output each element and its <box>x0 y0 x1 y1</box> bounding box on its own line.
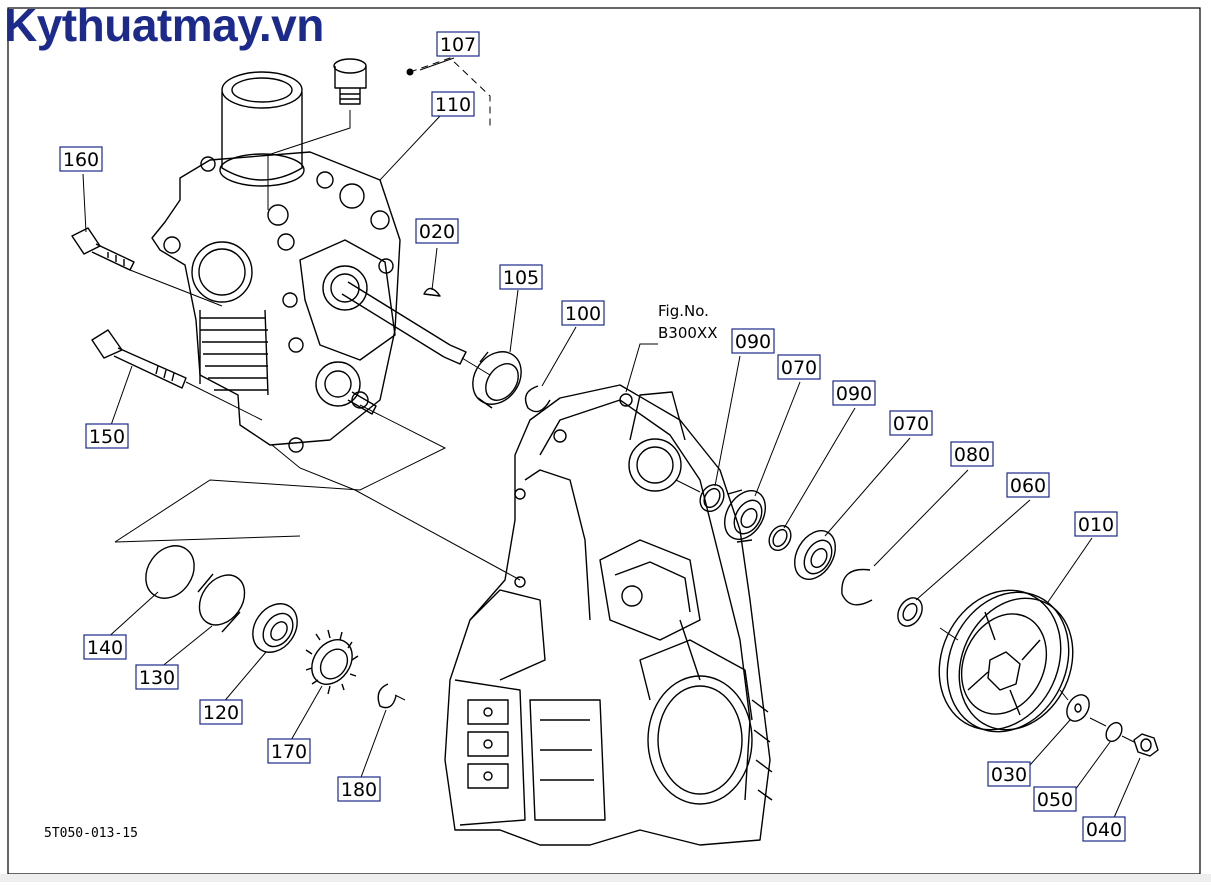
callout-160: 160 <box>59 146 103 172</box>
callout-box-100 <box>561 300 605 326</box>
callout-text-070b: 070 <box>893 413 929 435</box>
figure-reference-line2: B300XX <box>658 324 718 342</box>
callout-box-160 <box>59 146 103 172</box>
drawing-code: 5T050-013-15 <box>44 826 138 841</box>
bolt-160 <box>71 227 135 271</box>
callout-box-110 <box>431 91 475 117</box>
callout-150: 150 <box>85 423 129 449</box>
callout-text-140: 140 <box>87 637 123 659</box>
bearing-070b <box>794 530 836 580</box>
callout-text-180: 180 <box>341 779 377 801</box>
callout-020: 020 <box>415 218 459 244</box>
callout-140: 140 <box>83 634 127 660</box>
oring-090a <box>699 483 725 513</box>
callout-box-107 <box>436 31 480 57</box>
callout-box-090b <box>832 380 876 406</box>
callout-010: 010 <box>1074 511 1118 537</box>
oring-090b <box>768 524 792 552</box>
callout-text-130: 130 <box>139 667 175 689</box>
callout-100: 100 <box>561 300 605 326</box>
figure-reference-line1: Fig.No. <box>658 302 709 320</box>
callout-text-060: 060 <box>1010 475 1046 497</box>
page-border <box>7 7 1201 875</box>
callout-box-105 <box>499 264 543 290</box>
callout-030: 030 <box>987 761 1031 787</box>
collar-060 <box>897 597 923 627</box>
callout-070a: 070 <box>777 354 821 380</box>
callout-text-080: 080 <box>954 444 990 466</box>
watermark-brand: Kythuatmay.vn <box>4 0 324 51</box>
bolt-150 <box>91 329 187 389</box>
figure-reference: Fig.No. B300XX <box>658 300 717 344</box>
callout-text-090b: 090 <box>836 383 872 405</box>
callout-box-090a <box>731 328 775 354</box>
hydraulic-pump-assembly <box>151 58 467 453</box>
circlip-100 <box>524 385 551 413</box>
callout-box-010 <box>1074 511 1118 537</box>
callout-text-050: 050 <box>1037 789 1073 811</box>
spring-washer-050 <box>1105 721 1123 743</box>
bearing-120 <box>252 603 298 653</box>
callout-105: 105 <box>499 264 543 290</box>
callout-040: 040 <box>1082 816 1126 842</box>
callout-text-020: 020 <box>419 221 455 243</box>
bottom-strip <box>0 874 1211 882</box>
callout-120: 120 <box>199 699 243 725</box>
callout-text-170: 170 <box>271 741 307 763</box>
callout-box-180 <box>337 776 381 802</box>
callout-box-060 <box>1006 472 1050 498</box>
callout-text-120: 120 <box>203 702 239 724</box>
circlip-080 <box>841 568 873 606</box>
callout-text-100: 100 <box>565 303 601 325</box>
callout-box-150 <box>85 423 129 449</box>
callout-080: 080 <box>950 441 994 467</box>
callout-text-010: 010 <box>1078 514 1114 536</box>
callout-text-030: 030 <box>991 764 1027 786</box>
transmission-case <box>444 384 773 846</box>
callout-050: 050 <box>1033 786 1077 812</box>
callout-text-090a: 090 <box>735 331 771 353</box>
callout-070b: 070 <box>889 410 933 436</box>
callout-box-080 <box>950 441 994 467</box>
callout-box-040 <box>1082 816 1126 842</box>
callout-110: 110 <box>431 91 475 117</box>
callout-labels: 107 110 160 020 105 100 090 070 090 070 080 060 010 1… <box>59 31 1126 842</box>
callout-text-070a: 070 <box>781 357 817 379</box>
oring-140 <box>145 545 195 599</box>
washer-030 <box>1066 694 1090 722</box>
callout-text-160: 160 <box>63 149 99 171</box>
callout-text-150: 150 <box>89 426 125 448</box>
nut-040 <box>1133 733 1159 757</box>
callout-170: 170 <box>267 738 311 764</box>
callout-box-070b <box>889 410 933 436</box>
leader-lines <box>82 57 1141 821</box>
callout-180: 180 <box>337 776 381 802</box>
pulley-010 <box>938 589 1074 733</box>
callout-107: 107 <box>436 31 480 57</box>
callout-text-110: 110 <box>435 94 471 116</box>
gear-170 <box>305 629 359 695</box>
callout-060: 060 <box>1006 472 1050 498</box>
callout-box-020 <box>415 218 459 244</box>
callout-box-170 <box>267 738 311 764</box>
callout-090a: 090 <box>731 328 775 354</box>
callout-130: 130 <box>135 664 179 690</box>
callout-text-040: 040 <box>1086 819 1122 841</box>
callout-box-140 <box>83 634 127 660</box>
oil-seal-105 <box>472 351 522 409</box>
callout-box-070a <box>777 354 821 380</box>
callout-box-030 <box>987 761 1031 787</box>
callout-box-130 <box>135 664 179 690</box>
collar-130 <box>197 573 246 633</box>
circlip-180 <box>377 683 397 709</box>
callout-box-120 <box>199 699 243 725</box>
bearing-070a <box>724 489 766 543</box>
callout-text-105: 105 <box>503 267 539 289</box>
callout-box-050 <box>1033 786 1077 812</box>
callout-text-107: 107 <box>440 34 476 56</box>
callout-090b: 090 <box>832 380 876 406</box>
